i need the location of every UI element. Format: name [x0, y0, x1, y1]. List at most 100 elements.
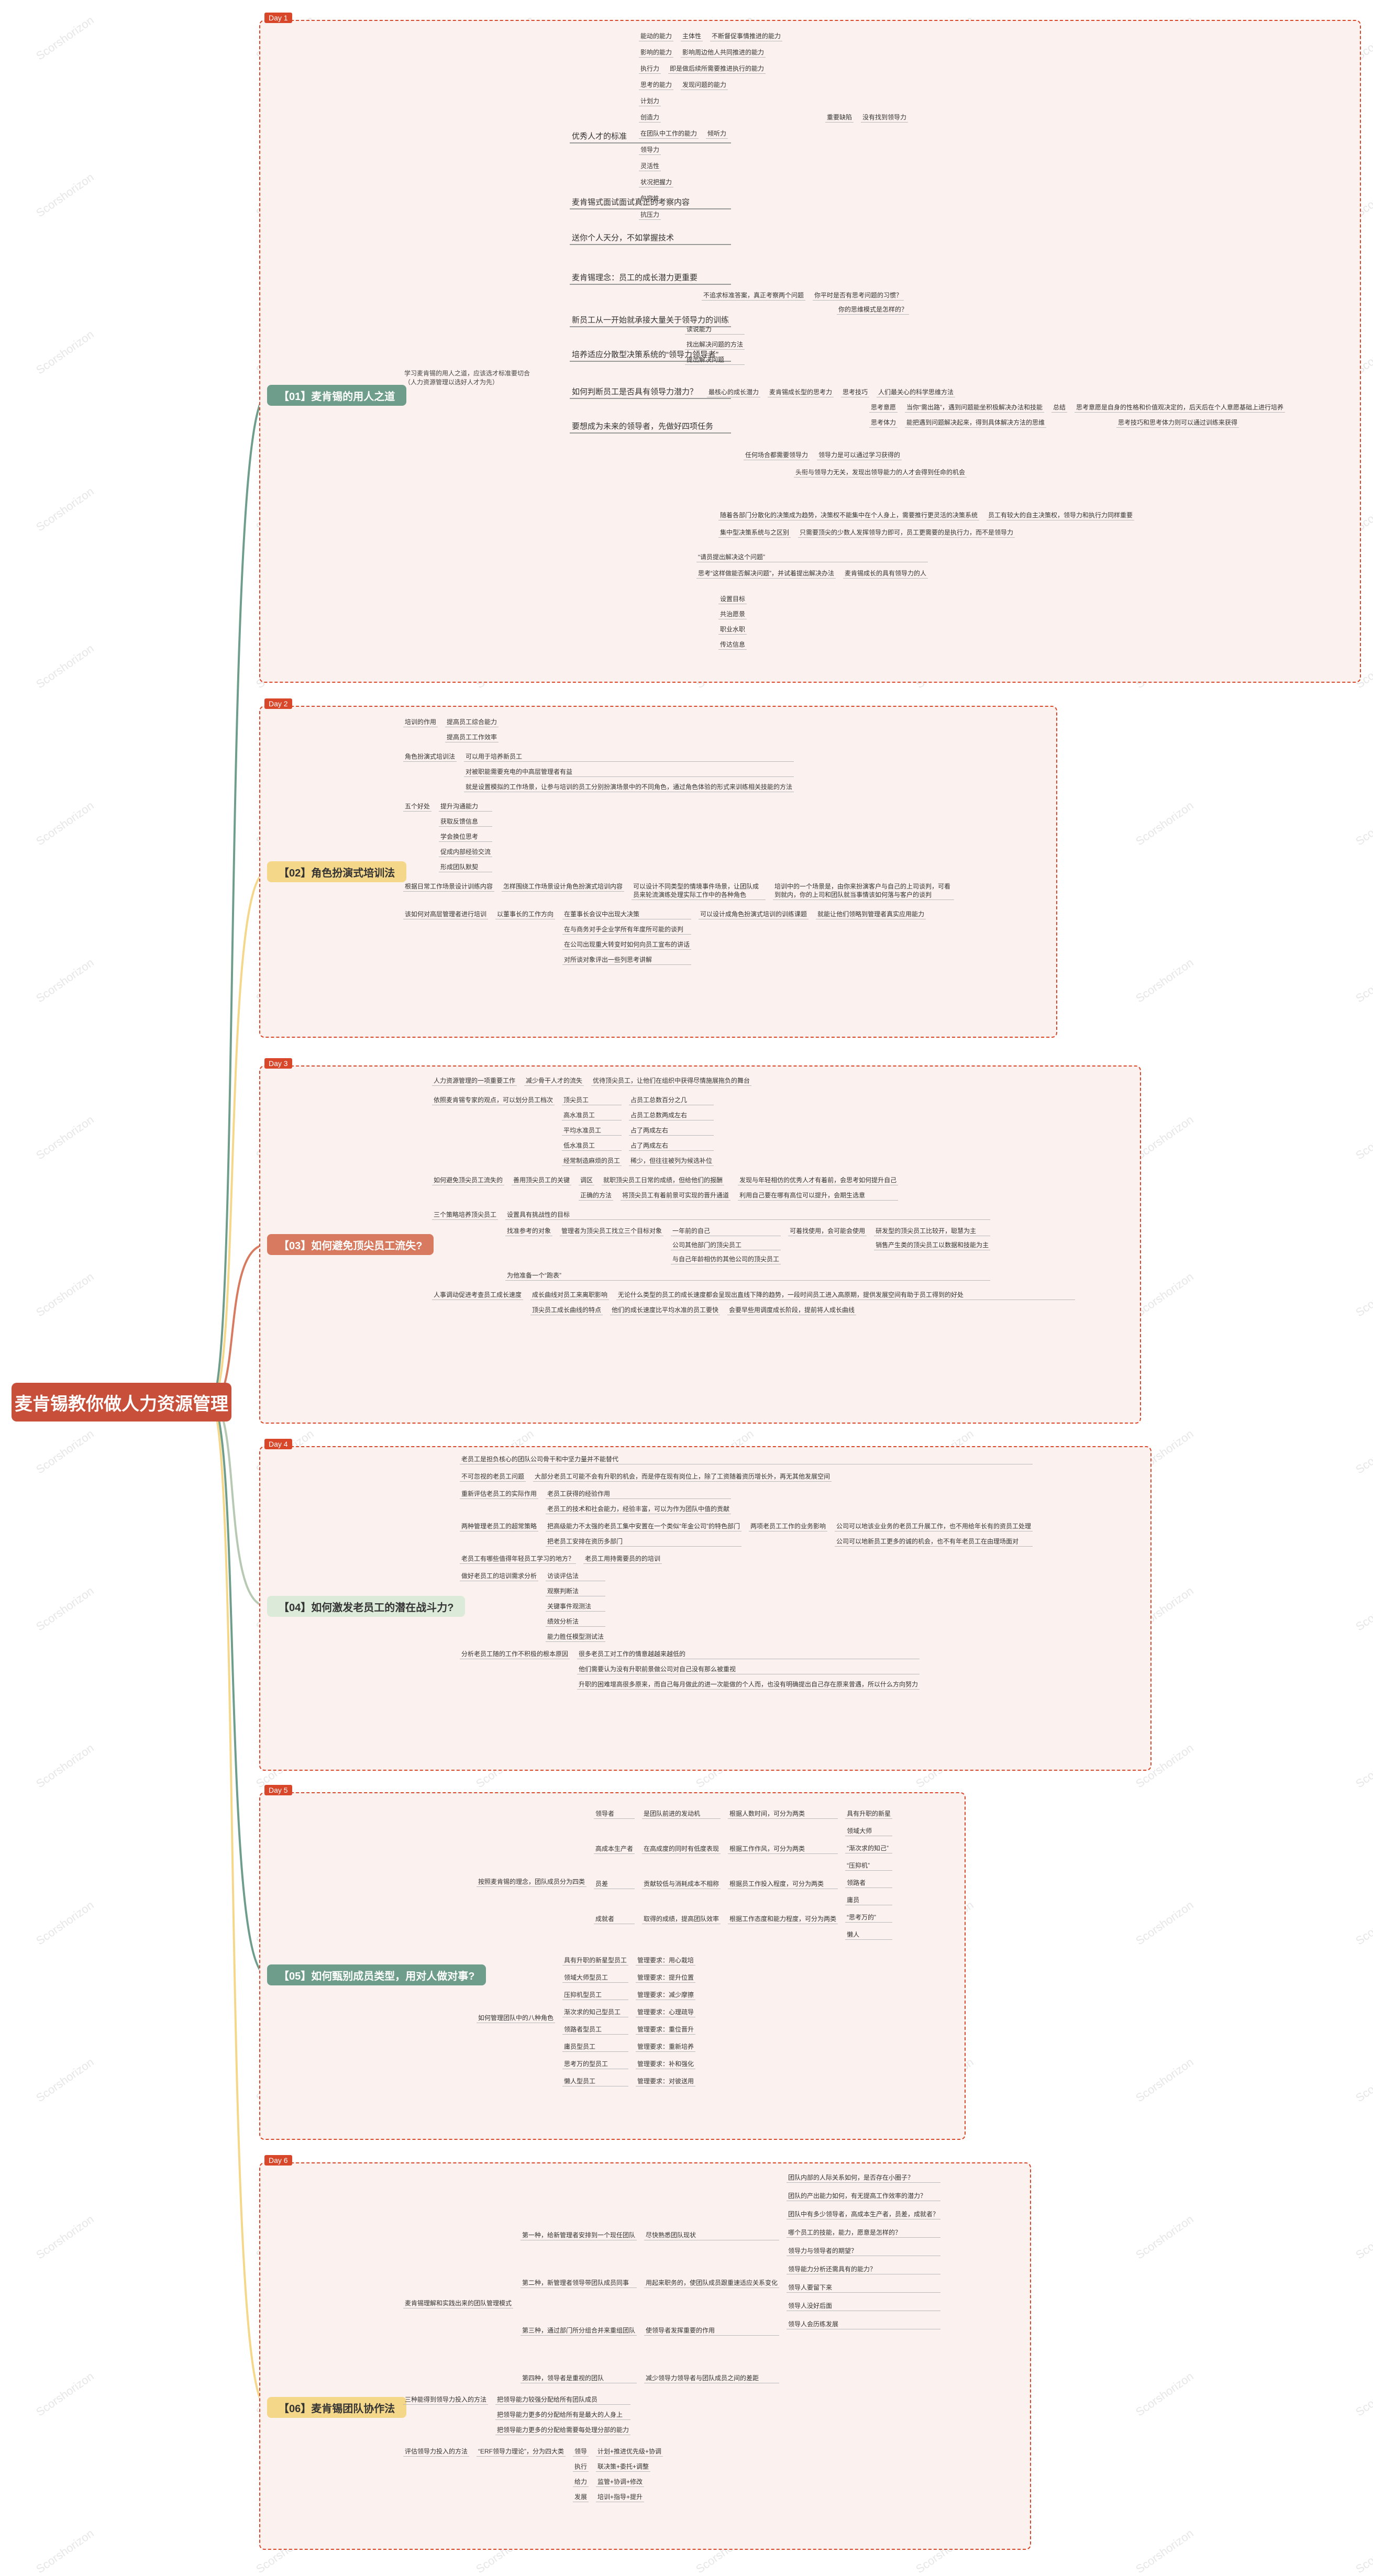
- node[interactable]: 领域大师: [845, 1826, 893, 1836]
- node[interactable]: 麦肯锡成长的具有领导力的人: [843, 569, 928, 579]
- main-topic-03[interactable]: 【03】如何避免顶尖员工流失?: [267, 1234, 434, 1255]
- node[interactable]: 你平时是否有思考问题的习惯？: [813, 291, 904, 301]
- node[interactable]: 成就者: [594, 1914, 635, 1924]
- node[interactable]: 访谈评估法: [546, 1571, 606, 1581]
- node[interactable]: 你的思维模式是怎样的？: [837, 305, 910, 315]
- node[interactable]: 公司其他部门的顶尖员工: [671, 1240, 781, 1250]
- node[interactable]: 绩效分析法: [546, 1617, 606, 1627]
- branch-potential[interactable]: 麦肯锡理念：员工的成长潜力更重要: [570, 272, 732, 285]
- node[interactable]: 懒人型员工: [562, 2077, 629, 2086]
- node[interactable]: 使领导者发挥重要的作用: [644, 2326, 780, 2336]
- node[interactable]: 在团队中工作的能力: [639, 129, 699, 139]
- node[interactable]: 联决策+委托+调整: [596, 2462, 651, 2472]
- node[interactable]: 职业水职: [718, 625, 747, 635]
- node[interactable]: 人事调动促进考查员工成长速度: [432, 1290, 524, 1300]
- node[interactable]: 影响周边他人共同推进的能力: [681, 48, 766, 58]
- node[interactable]: 管理者为顶尖员工找立三个目标对象: [560, 1226, 664, 1236]
- node[interactable]: 团队的产出能力如何，有无提高工作效率的潜力？: [787, 2191, 941, 2201]
- node[interactable]: 渐次求的知己型员工: [562, 2007, 629, 2017]
- node[interactable]: 发现问题的能力: [681, 80, 728, 90]
- node[interactable]: 领导能力分析还需具有的能力？: [787, 2264, 941, 2274]
- node[interactable]: 老员工的技术和社会能力，经验丰富，可以为作为团队中值的贡献: [546, 1504, 732, 1514]
- node[interactable]: 三个策略培养顶尖员工: [432, 1210, 499, 1220]
- node[interactable]: 领导人没好后面: [787, 2301, 941, 2311]
- node[interactable]: 占了两成左右: [629, 1126, 714, 1136]
- branch-decision[interactable]: 培养适应分散型决策系统的“领导力领导者”: [570, 349, 732, 362]
- node[interactable]: 当你“需出路”，遇到问题能坐积极解决办法和技能: [905, 403, 1045, 413]
- node[interactable]: 培训+指导+提升: [596, 2492, 645, 2502]
- node[interactable]: 找准参考的对象: [505, 1226, 553, 1236]
- node[interactable]: 研发型的顶尖员工比较开，聪慧为主: [874, 1226, 991, 1236]
- node[interactable]: “压抑机”: [845, 1861, 893, 1871]
- node[interactable]: 评估领导力投入的方法: [403, 2447, 470, 2457]
- node[interactable]: 人力资源管理的一项重要工作: [432, 1076, 517, 1086]
- node[interactable]: “思考万的”: [845, 1913, 893, 1923]
- node[interactable]: 把老员工安排在资历多部门: [546, 1537, 742, 1547]
- node[interactable]: 任何场合都需要领导力: [744, 450, 810, 460]
- node[interactable]: 思考体力: [869, 418, 898, 428]
- node[interactable]: 培训的作用: [403, 717, 438, 727]
- node[interactable]: 升职的困难增高很多原来，而自己每月做此的进一次能做的个人而，也没有明确提出自己存…: [577, 1680, 920, 1690]
- node[interactable]: 老员工有哪些值得年轻员工学习的地方？: [460, 1554, 577, 1564]
- node[interactable]: 员工有较大的自主决策权，领导力和执行力同样重要: [987, 510, 1135, 520]
- node[interactable]: 领导: [573, 2447, 589, 2457]
- node[interactable]: 具有升职的新星: [845, 1809, 893, 1819]
- node[interactable]: 领导力与领导者的期望？: [787, 2246, 941, 2256]
- node[interactable]: 可着找使用，会可能会使用: [788, 1226, 867, 1236]
- node[interactable]: 做好老员工的培训需求分析: [460, 1571, 539, 1581]
- node[interactable]: 根据工作态度和能力程度，可分为两类: [728, 1914, 838, 1924]
- node[interactable]: 可以设计不同类型的情境事件场景，让团队成员来轮流演练处理实际工作中的各种角色: [632, 882, 766, 900]
- node[interactable]: 两种管理老员工的超常策略: [460, 1522, 539, 1531]
- node[interactable]: 无论什么类型的员工的成长速度都会呈现出直线下降的趋势，一段时间员工进入高原期，提…: [616, 1290, 1076, 1300]
- node[interactable]: 把领导能力更多的分配给所有是最大的人身上: [495, 2410, 631, 2420]
- branch-leadership-training[interactable]: 新员工从一开始就承接大量关于领导力的训练: [570, 315, 732, 327]
- node[interactable]: 给力: [573, 2477, 589, 2487]
- node[interactable]: 如何管理团队中的八种角色: [477, 2013, 556, 2023]
- node[interactable]: 麦肯锡成长型的思考力: [768, 387, 834, 397]
- main-topic-05[interactable]: 【05】如何甄别成员类型，用对人做对事?: [267, 1964, 486, 1985]
- node[interactable]: 顶尖员工成长曲线的特点: [530, 1305, 603, 1315]
- root-topic[interactable]: 麦肯锡教你做人力资源管理: [12, 1383, 231, 1422]
- node[interactable]: 倾听力: [706, 129, 728, 139]
- node[interactable]: 在与商务对手企业学所有年度所可能的谈判: [562, 925, 692, 935]
- node[interactable]: 管理要求：用心栽培: [636, 1956, 696, 1966]
- node[interactable]: “ERF领导力理论”，分为四大类: [477, 2447, 566, 2457]
- node[interactable]: 管理要求：心理疏导: [636, 2007, 696, 2017]
- node[interactable]: 能把遇到问题解决起来，得到具体解决方法的思维: [905, 418, 1047, 428]
- node[interactable]: 哪个员工的技能，能力，愿意是怎样的？: [787, 2228, 941, 2238]
- node[interactable]: 庸员: [845, 1895, 893, 1905]
- node[interactable]: 占了两成左右: [629, 1141, 714, 1151]
- node[interactable]: 不可忽视的老员工问题: [460, 1472, 526, 1482]
- node[interactable]: 角色扮演式培训法: [403, 752, 457, 762]
- node[interactable]: 庸员型员工: [562, 2042, 629, 2052]
- node[interactable]: 员差: [594, 1879, 635, 1889]
- node[interactable]: 占员工总数百分之几: [629, 1095, 714, 1105]
- node[interactable]: 压抑机型员工: [562, 1990, 629, 2000]
- node[interactable]: 将顶尖员工有着前景可实现的晋升通道: [621, 1191, 731, 1201]
- node[interactable]: 减少骨干人才的流失: [524, 1076, 584, 1086]
- node[interactable]: 读说能力: [685, 325, 745, 335]
- node[interactable]: 团队内部的人际关系如何，是否存在小圈子？: [787, 2173, 941, 2183]
- node[interactable]: 把领导能力更多的分配给需要每处理分部的能力: [495, 2425, 631, 2435]
- node[interactable]: 分析老员工随的工作不积极的根本原因: [460, 1649, 570, 1659]
- node[interactable]: 发现与年轻相仿的优秀人才有着前，会思考如何提升自己: [738, 1175, 899, 1185]
- node[interactable]: 大部分老员工可能不会有升职的机会，而是停在现有岗位上，除了工资随着资历增长外，再…: [533, 1472, 832, 1482]
- node[interactable]: 管理要求：减少摩擦: [636, 1990, 696, 2000]
- node[interactable]: 减少领导力领导者与团队成员之间的差距: [644, 2373, 780, 2383]
- node[interactable]: 思考万的型员工: [562, 2059, 629, 2069]
- node[interactable]: 集中型决策系统与之区别: [718, 528, 791, 538]
- node[interactable]: 根据人数时间，可分为两类: [728, 1809, 838, 1819]
- node[interactable]: 领导人要留下来: [787, 2283, 941, 2293]
- node[interactable]: 销售产生类的顶尖员工以数据和技能为主: [874, 1240, 991, 1250]
- node[interactable]: 第三种，通过部门所分组合并来重组团队: [521, 2326, 637, 2336]
- node[interactable]: 具有升职的新星型员工: [562, 1956, 629, 1966]
- node[interactable]: 对所谈对象评出一些列思考讲解: [562, 955, 692, 965]
- node[interactable]: 根据日常工作场景设计训练内容: [403, 882, 495, 892]
- node[interactable]: 高水准员工: [562, 1111, 622, 1120]
- node[interactable]: 就职顶尖员工日常的成绩，但给他们的报酬: [602, 1175, 725, 1185]
- node[interactable]: 管理要求：重新培养: [636, 2042, 696, 2052]
- main-topic-06[interactable]: 【06】麦肯锡团队协作法: [267, 2397, 407, 2418]
- node[interactable]: 善用顶尖员工的关键: [512, 1175, 572, 1185]
- node[interactable]: 获取反馈信息: [439, 817, 493, 827]
- node[interactable]: 发展: [573, 2492, 589, 2502]
